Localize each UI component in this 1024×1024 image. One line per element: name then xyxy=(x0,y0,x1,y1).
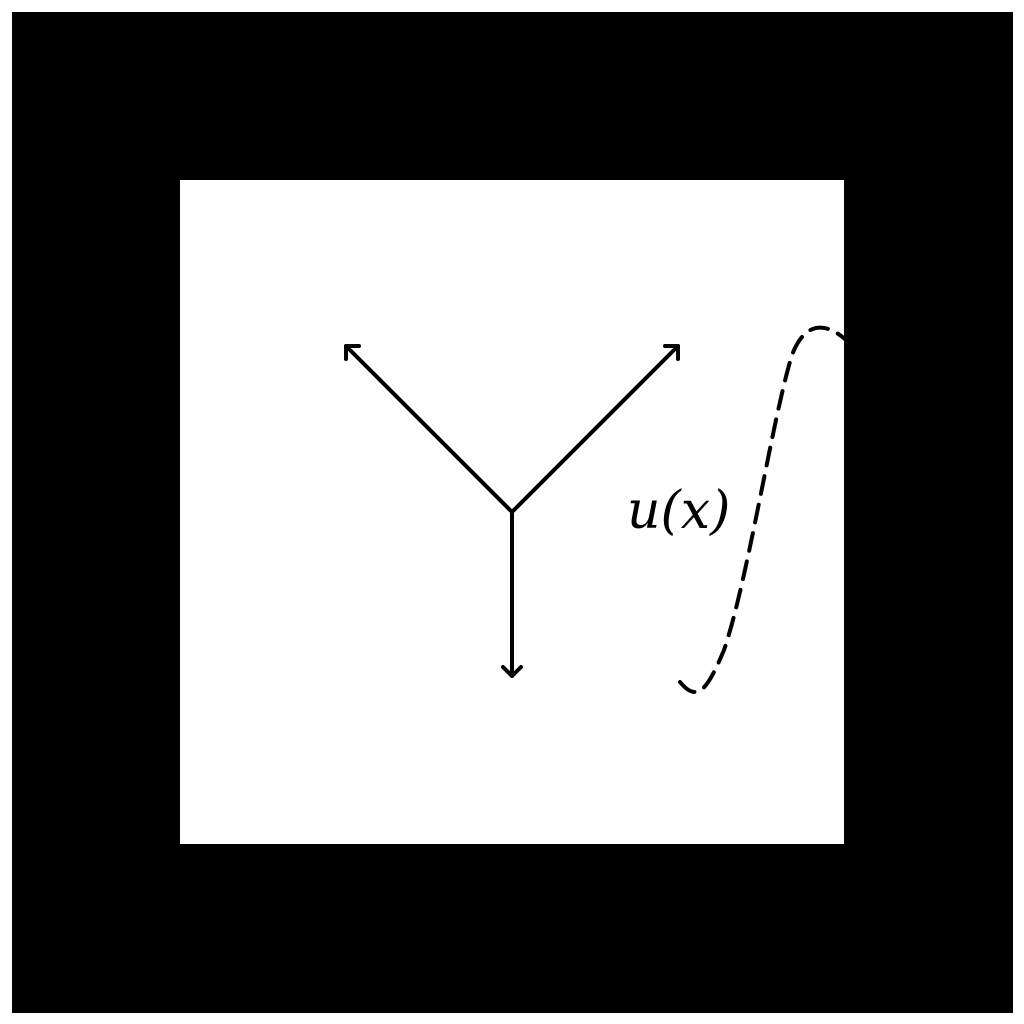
diagram-svg: u(x) xyxy=(344,325,844,694)
upper-left-arrow xyxy=(344,344,514,514)
downward-arrowhead xyxy=(501,665,523,678)
downward-arrow xyxy=(501,510,523,678)
white-panel: u(x) xyxy=(180,180,844,844)
function-label: u(x) xyxy=(627,481,730,541)
upper-left-arrowhead xyxy=(344,344,361,361)
upper-right-arrow xyxy=(510,344,680,514)
dashed-curve-u-of-x xyxy=(678,325,844,694)
upper-right-arrowhead xyxy=(663,344,680,361)
